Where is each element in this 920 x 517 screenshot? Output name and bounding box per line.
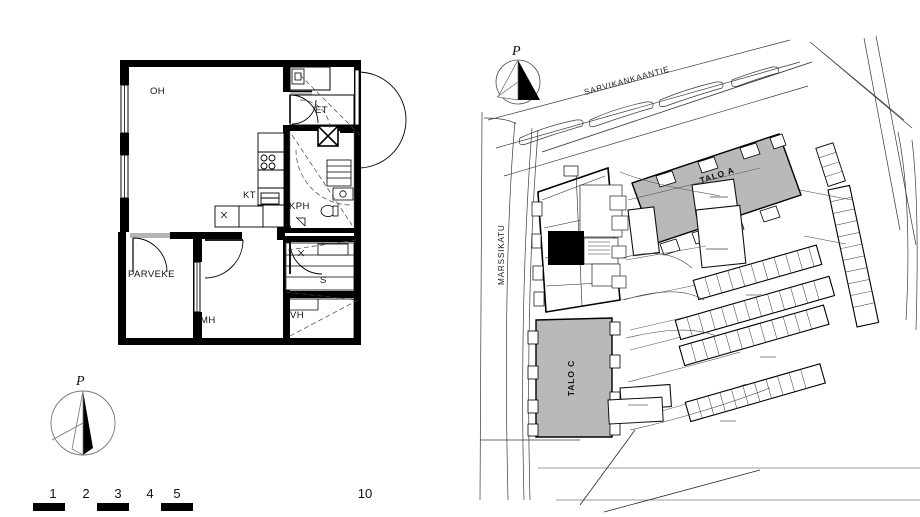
misc-annotations xyxy=(628,196,776,422)
site-compass-label: P xyxy=(511,44,521,59)
vh-fixtures xyxy=(285,298,355,340)
room-label-vh: VH xyxy=(290,310,304,321)
et-cupboard xyxy=(291,68,305,85)
scale-tick-3: 3 xyxy=(114,486,121,501)
plot-boundary xyxy=(541,61,813,513)
detail-lines xyxy=(285,131,355,290)
street-network xyxy=(479,35,920,501)
kitchen-fixtures xyxy=(214,132,285,228)
parking-row-4 xyxy=(684,363,827,423)
windows xyxy=(120,84,201,313)
room-label-et: ET xyxy=(315,105,328,116)
apartment-outline xyxy=(118,60,361,345)
shaft-box-upper xyxy=(317,125,339,147)
site-plan-svg: P xyxy=(479,35,920,513)
building-talo-c: TALO C xyxy=(527,317,621,438)
room-label-kph: KPH xyxy=(289,201,310,212)
building-label-talo-c: TALO C xyxy=(566,360,576,396)
parking-rows xyxy=(674,142,880,423)
scale-tick-1: 1 xyxy=(49,486,56,501)
scale-tick-4: 4 xyxy=(146,486,153,501)
bottom-structures xyxy=(607,396,664,425)
scale-tick-10: 10 xyxy=(358,486,372,501)
structural-walls xyxy=(118,60,361,345)
street-label-sarvikankaantie: SARVIKANKAANTIE xyxy=(583,65,670,97)
compass-label: P xyxy=(75,374,85,389)
parking-row-1 xyxy=(692,244,823,301)
access-drives xyxy=(621,189,853,431)
scale-tick-5: 5 xyxy=(173,486,180,501)
building-center-block xyxy=(531,165,629,313)
parking-row-upper-right xyxy=(815,142,846,187)
floor-plan-panel: OH ET KT KPH S VH MH PARVEKE P xyxy=(33,60,407,511)
highlighted-unit xyxy=(548,231,584,265)
room-label-oh: OH xyxy=(150,86,165,97)
floor-plan-svg: OH ET KT KPH S VH MH PARVEKE P xyxy=(33,60,407,511)
kph-fixtures xyxy=(295,159,354,227)
doors xyxy=(132,69,407,279)
scale-tick-2: 2 xyxy=(82,486,89,501)
room-labels: OH ET KT KPH S VH MH PARVEKE xyxy=(128,86,328,326)
room-label-s: S xyxy=(320,275,327,286)
room-label-parveke: PARVEKE xyxy=(128,269,175,280)
parking-row-right xyxy=(827,184,880,328)
compass-rose: P xyxy=(50,374,116,456)
room-label-kt: KT xyxy=(243,190,256,201)
parking-row-3 xyxy=(678,304,830,367)
site-plan-panel: P xyxy=(460,0,920,517)
room-label-mh: MH xyxy=(200,315,216,326)
street-label-marssikatu: MARSSIKATU xyxy=(497,224,506,285)
storage-shelves xyxy=(285,242,355,291)
scale-bar: 1 2 3 4 5 10 xyxy=(33,486,372,511)
site-compass-rose: P xyxy=(495,44,541,105)
dashed-guides xyxy=(285,74,361,337)
courtyard-structures xyxy=(619,178,747,411)
